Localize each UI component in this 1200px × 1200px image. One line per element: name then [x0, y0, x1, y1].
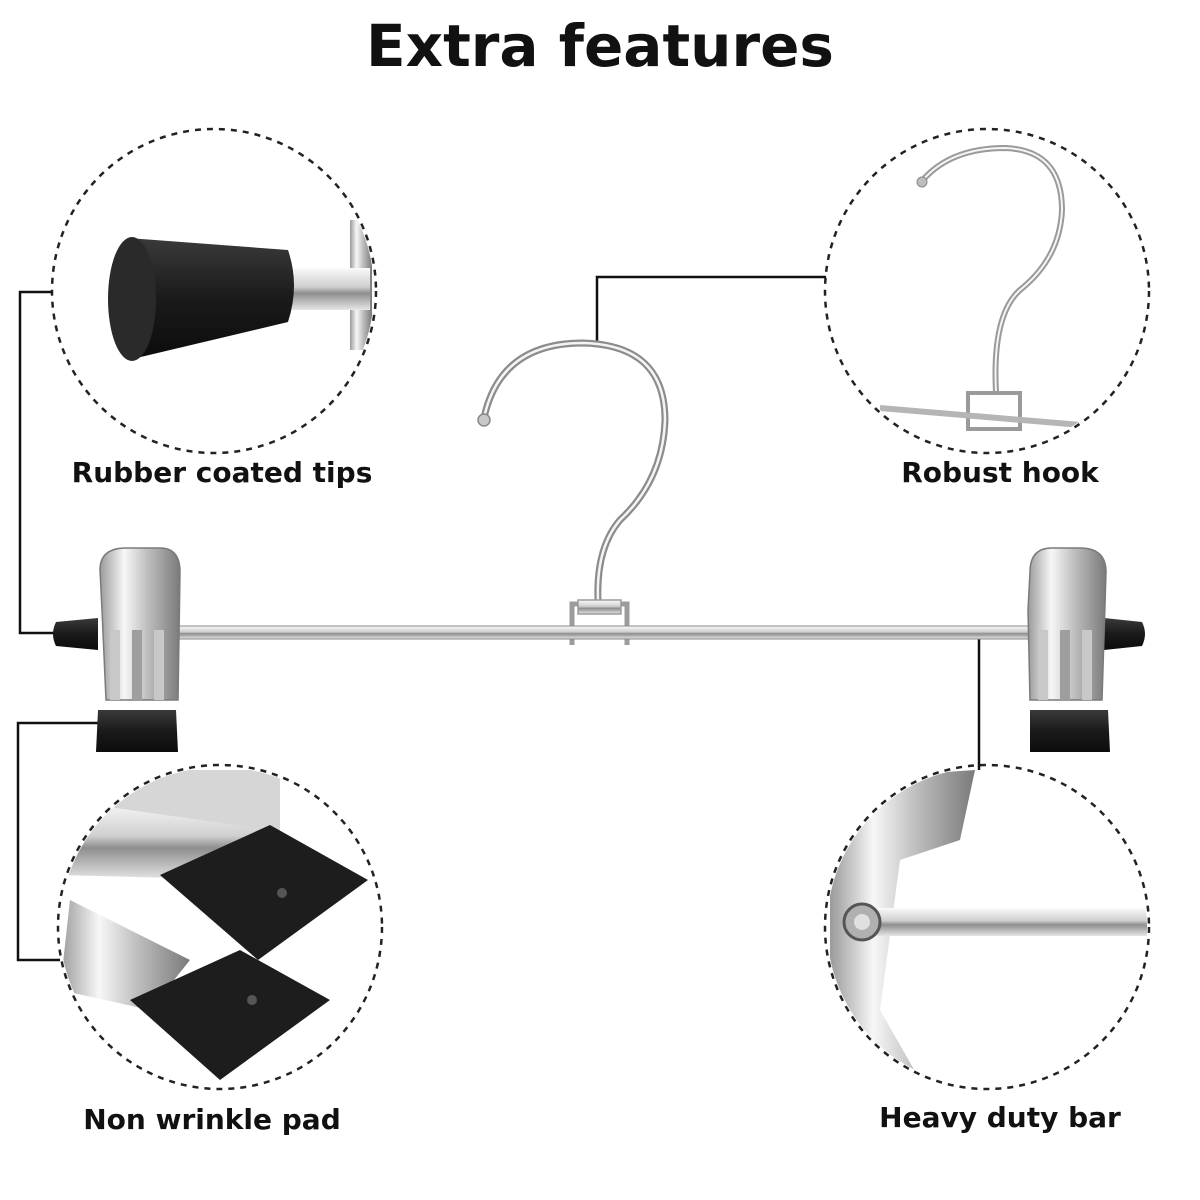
feature-label-heavy-duty-bar: Heavy duty bar: [879, 1101, 1121, 1134]
callout-line-hook: [595, 275, 826, 343]
detail-circle-bar: [823, 763, 1151, 1091]
callout-line-tips: [18, 290, 56, 635]
right-clip: [1027, 547, 1145, 752]
bar-closeup: [830, 770, 1147, 1080]
callout-line-pad: [16, 721, 100, 962]
page-title: Extra features: [366, 12, 834, 80]
callout-line-bar: [977, 630, 1030, 770]
hook-closeup: [879, 144, 1141, 433]
main-hanger: [53, 339, 1145, 752]
pad-closeup: [60, 770, 368, 1080]
feature-label-robust-hook: Robust hook: [901, 456, 1099, 489]
detail-circle-hook: [823, 127, 1151, 455]
feature-label-rubber-tips: Rubber coated tips: [71, 456, 373, 489]
detail-circle-pad: [56, 763, 384, 1091]
rubber-tip-closeup: [108, 220, 372, 361]
feature-label-non-wrinkle-pad: Non wrinkle pad: [83, 1103, 341, 1136]
left-clip: [53, 547, 181, 752]
